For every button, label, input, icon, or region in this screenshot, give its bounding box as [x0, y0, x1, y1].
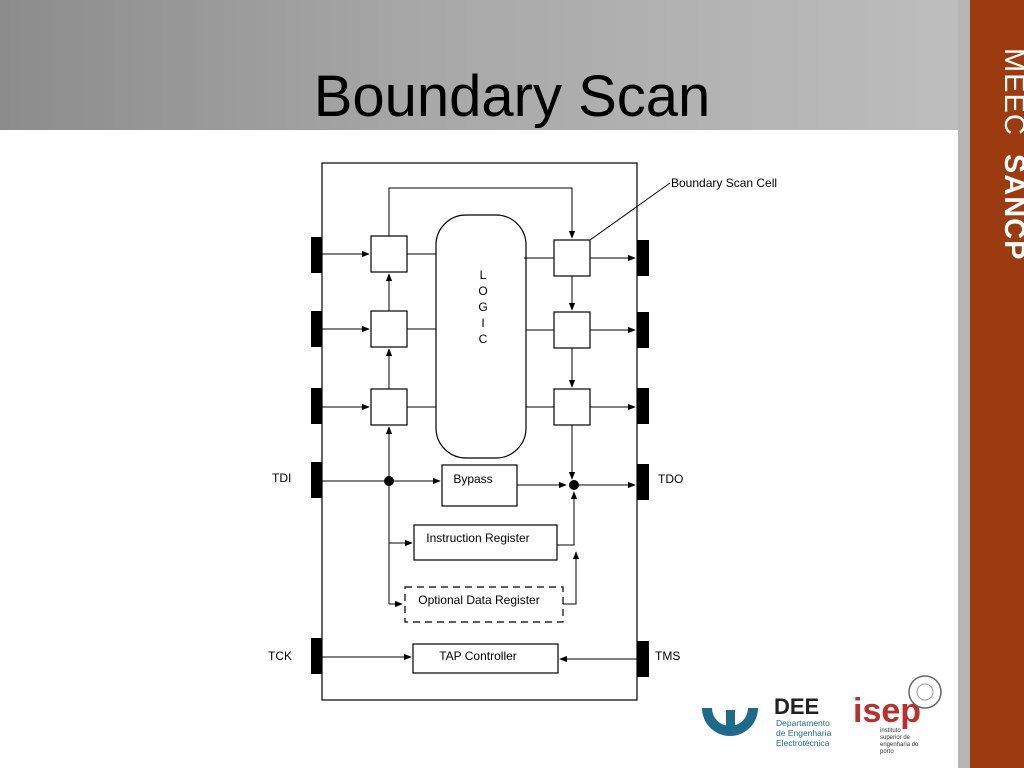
tdi-pin: [311, 462, 322, 498]
boundary-scan-cell-callout: Boundary Scan Cell: [671, 176, 777, 190]
dee-logo-line-3: Electrotécnica: [776, 738, 830, 748]
left-pin-3: [311, 388, 322, 424]
tap-controller: [412, 643, 559, 674]
header-band: [0, 0, 958, 130]
scan-cell-right-2: [553, 311, 591, 349]
scan-cell-left-3: [370, 388, 408, 426]
isep-seal-icon: [908, 675, 942, 709]
left-pin-1: [311, 237, 322, 273]
scan-cell-left-1: [370, 235, 408, 273]
chip-outline: [321, 162, 638, 701]
bypass-label: Bypass: [453, 472, 492, 486]
dee-logo: DEE Departamento de Engenharia Electroté…: [702, 694, 832, 748]
instruction-register: [413, 524, 558, 561]
tdo-pin: [637, 464, 649, 500]
tdi-label: TDI: [272, 471, 291, 485]
tck-label: TCK: [268, 649, 292, 663]
logic-letter-2: O: [478, 284, 487, 298]
sidebar-suffix: SANCP: [998, 153, 1024, 261]
bypass-register: [441, 464, 518, 507]
logic-letter-1: L: [480, 268, 487, 282]
isep-logo-line-1: instituto: [880, 728, 901, 734]
tdo-junction: [569, 480, 579, 490]
scan-cell-right-3: [553, 388, 591, 426]
dee-logo-line-2: de Engenharia: [776, 728, 832, 738]
sidebar-divider: [958, 0, 970, 768]
tms-pin: [637, 641, 649, 677]
slide-title: Boundary Scan: [313, 64, 711, 129]
scan-cell-left-2: [370, 310, 408, 348]
instruction-register-label: Instruction Register: [426, 531, 529, 545]
logic-letters: L O G I C: [478, 268, 487, 346]
logic-letter-5: C: [479, 332, 488, 346]
dee-logo-name: DEE: [774, 694, 819, 719]
tdi-junction: [384, 476, 394, 486]
dee-logo-mark: [702, 708, 758, 736]
right-pin-2: [637, 312, 649, 348]
right-pin-3: [637, 388, 649, 424]
tck-pin: [311, 638, 322, 674]
optional-data-register-label: Optional Data Register: [418, 593, 539, 607]
scan-cell-right-1: [553, 239, 591, 277]
right-pin-1: [637, 240, 649, 276]
isep-logo-line-4: porto: [880, 749, 894, 755]
isep-logo-line-2: superior de: [880, 735, 911, 741]
isep-logo-line-3: engenharia do: [880, 742, 919, 748]
dee-logo-line-1: Departamento: [776, 718, 830, 728]
tms-label: TMS: [655, 649, 680, 663]
sidebar-accent: [970, 0, 1024, 768]
tdo-label: TDO: [658, 472, 683, 486]
left-pin-2: [311, 311, 322, 347]
logic-letter-4: I: [481, 316, 484, 330]
isep-logo: isep instituto superior de engenharia do…: [853, 675, 942, 755]
tap-controller-label: TAP Controller: [439, 649, 517, 663]
optional-data-register: [404, 586, 564, 623]
logic-block: [435, 214, 527, 459]
sidebar-course-label: MEEC SANCP: [997, 48, 1024, 260]
logic-letter-3: G: [478, 300, 487, 314]
sidebar-prefix: MEEC: [998, 48, 1024, 136]
callout-leader: [589, 182, 671, 241]
